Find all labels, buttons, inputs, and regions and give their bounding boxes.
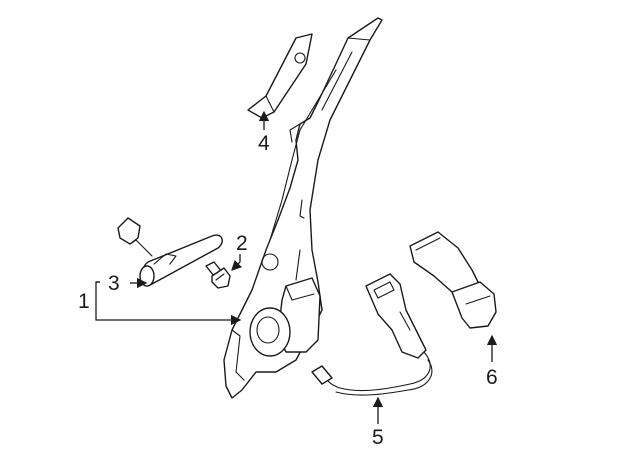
callout-6: 6 — [486, 366, 498, 389]
callout-3: 3 — [108, 272, 120, 295]
callout-leaders — [95, 110, 498, 424]
leader-1 — [95, 281, 100, 321]
part-3-height-adjuster — [117, 217, 223, 287]
callout-1: 1 — [78, 290, 90, 313]
callout-2: 2 — [236, 232, 248, 255]
part-5-buckle-with-harness — [311, 273, 433, 396]
callout-5: 5 — [372, 426, 384, 449]
part-1-belt-retractor-assembly — [223, 17, 383, 399]
leader-2 — [231, 254, 243, 271]
part-2-bolt — [205, 261, 231, 289]
part-4-pillar-trim — [247, 33, 313, 119]
callout-4: 4 — [258, 132, 270, 155]
part-6-buckle — [409, 231, 497, 329]
